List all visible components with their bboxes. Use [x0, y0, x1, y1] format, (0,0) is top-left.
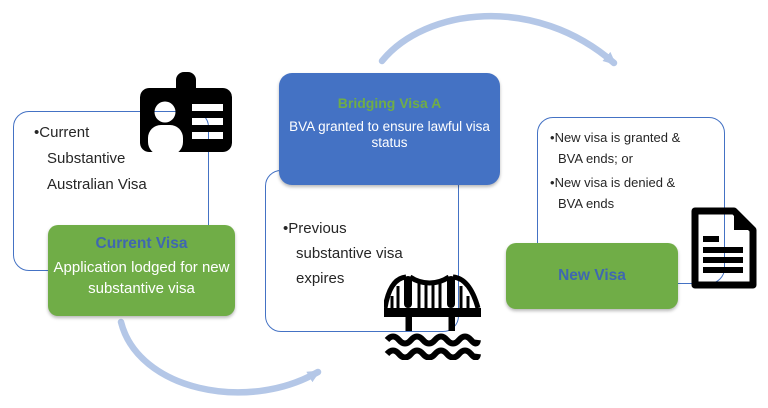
- document-icon: [691, 207, 757, 289]
- current-visa-bullets: Current Substantive Australian Visa: [34, 120, 162, 198]
- bullet-item: Current Substantive Australian Visa: [34, 120, 162, 198]
- previous-visa-bullets: Previous substantive visa expires: [283, 216, 415, 291]
- bullet-item: New visa is granted & BVA ends; or: [550, 127, 702, 169]
- bottom-curved-arrow: [117, 318, 322, 396]
- current-visa-title: Current Visa: [95, 235, 188, 252]
- bullet-item: Previous substantive visa expires: [283, 216, 415, 291]
- current-visa-body: Application lodged for new substantive v…: [53, 259, 230, 297]
- bridging-visa-title: Bridging Visa A: [337, 95, 442, 111]
- bullet-item: New visa is denied & BVA ends: [550, 172, 702, 214]
- bridging-visa-body: BVA granted to ensure lawful visa status: [289, 119, 490, 150]
- outcome-bullets: New visa is granted & BVA ends; or New v…: [550, 127, 702, 217]
- new-visa-box: New Visa: [506, 243, 678, 309]
- current-visa-box: Current Visa Application lodged for new …: [48, 225, 235, 316]
- bridging-visa-box: Bridging Visa A BVA granted to ensure la…: [279, 73, 500, 185]
- bridge-icon: [384, 274, 481, 360]
- top-curved-arrow: [378, 12, 618, 67]
- id-card-icon: [140, 72, 232, 152]
- new-visa-title: New Visa: [558, 267, 626, 284]
